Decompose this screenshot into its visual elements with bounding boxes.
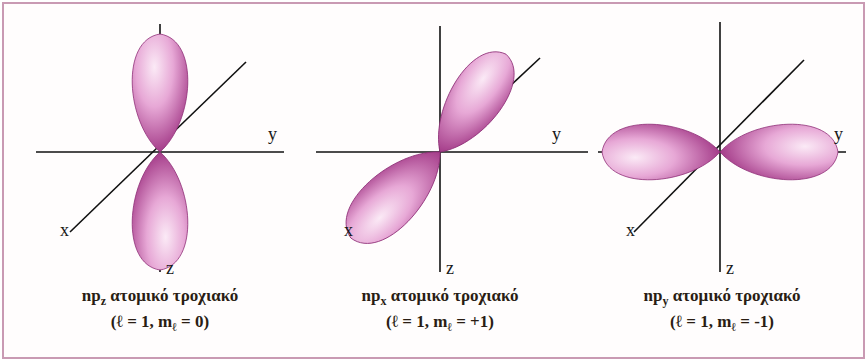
orbital-caption: (ℓ = 1, mℓ = -1)	[670, 312, 774, 335]
orbital-caption: npx ατομικό τροχιακό	[362, 286, 519, 309]
orbital-caption: npy ατομικό τροχιακό	[644, 286, 801, 309]
axis-label: x	[344, 220, 353, 241]
axis-label: x	[626, 220, 635, 241]
axis-label: z	[726, 258, 734, 279]
orbital-caption: npz ατομικό τροχιακό	[82, 286, 238, 309]
axis-label: y	[268, 124, 277, 145]
orbital-caption: (ℓ = 1, mℓ = +1)	[386, 312, 494, 335]
axis-label: z	[446, 258, 454, 279]
axis-label: x	[60, 220, 69, 241]
orbital-caption: (ℓ = 1, mℓ = 0)	[111, 312, 209, 335]
axis-label: z	[166, 258, 174, 279]
axis-label: y	[834, 124, 843, 145]
axis-label: y	[552, 124, 561, 145]
